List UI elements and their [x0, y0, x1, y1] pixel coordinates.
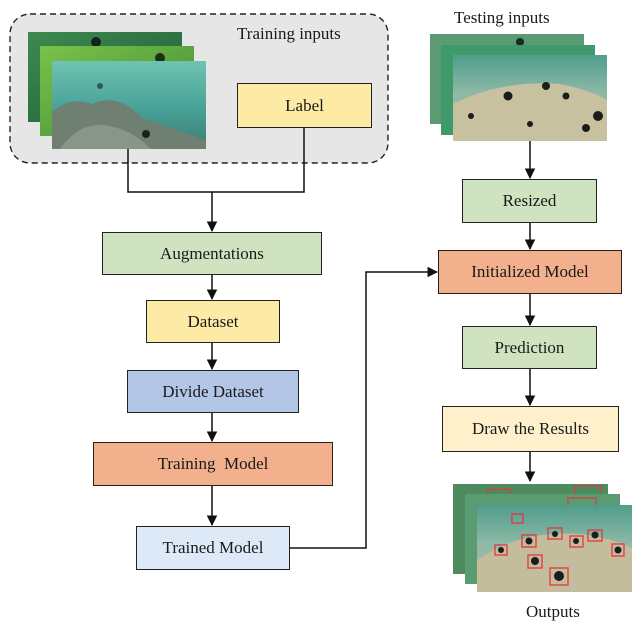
draw-results-box: Draw the Results: [442, 406, 619, 452]
dataset-box: Dataset: [146, 300, 280, 343]
augmentations-box: Augmentations: [102, 232, 322, 275]
trained-model-box: Trained Model: [136, 526, 290, 570]
training-image-stack: [28, 32, 206, 149]
training-inputs-caption: Training inputs: [237, 24, 341, 43]
divide-dataset-box: Divide Dataset: [127, 370, 299, 413]
testing-inputs-caption: Testing inputs: [454, 8, 550, 27]
testing-image-stack: [430, 34, 607, 141]
output-image-stack: [453, 484, 632, 592]
resized-box: Resized: [462, 179, 597, 223]
initialized-model-box: Initialized Model: [438, 250, 622, 294]
training-model-box: Training Model: [93, 442, 333, 486]
outputs-caption: Outputs: [526, 602, 580, 621]
label-box: Label: [237, 83, 372, 128]
prediction-box: Prediction: [462, 326, 597, 369]
left-connectors: [127, 128, 439, 549]
